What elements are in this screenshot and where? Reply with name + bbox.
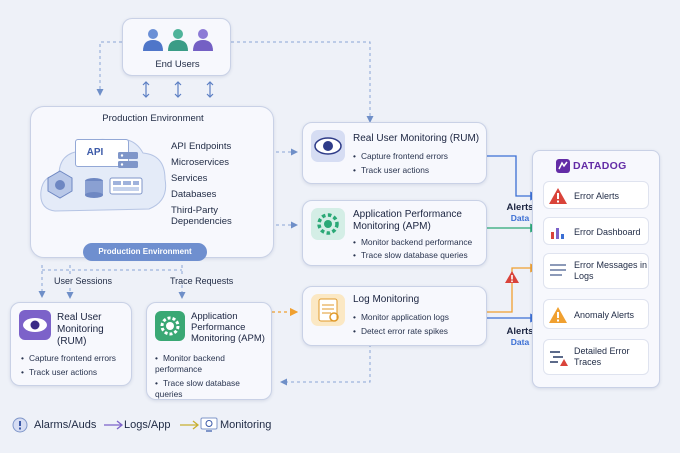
list-item: Track user actions [353, 165, 485, 176]
production-environment-panel: Production Environment API API Endpoints… [30, 106, 274, 261]
bottom-apm-title: Application Performance Monitoring (APM) [191, 311, 265, 344]
list-item: Monitor application logs [353, 312, 485, 323]
users-icon [140, 27, 216, 53]
error-messages-logs-item[interactable]: Error Messages in Logs [543, 253, 649, 289]
datadog-brand: DATADOG [573, 160, 627, 172]
component-item: Third-Party Dependencies [171, 205, 232, 227]
trace-requests-label: Trace Requests [170, 276, 234, 286]
legend: Alarms/Auds Logs/App Monitoring [12, 416, 312, 436]
rum-card[interactable]: Real User Monitoring (RUM) Capture front… [302, 122, 487, 184]
error-dashboard-item[interactable]: Error Dashboard [543, 217, 649, 245]
warning-icon [548, 187, 568, 205]
bottom-rum-title: Real User Monitoring (RUM) [57, 312, 104, 347]
user-sessions-label: User Sessions [54, 276, 113, 286]
list-item: Capture frontend errors [21, 353, 131, 364]
end-users-card: End Users [122, 18, 231, 76]
log-icon [311, 294, 345, 326]
log-lines-icon [549, 262, 567, 280]
error-alerts-item[interactable]: Error Alerts [543, 181, 649, 209]
alerts-data-label: Alerts Data [506, 326, 534, 347]
production-components-list: API Endpoints Microservices Services Dat… [171, 141, 271, 227]
warning-icon [548, 306, 568, 324]
eye-icon [311, 130, 345, 162]
component-item: Services [171, 173, 208, 184]
eye-icon [19, 310, 51, 340]
database-icon [83, 177, 105, 199]
component-item: Microservices [171, 157, 230, 168]
datadog-panel: DATADOG Error Alerts Error Dashboard Err… [532, 150, 660, 388]
gear-icon [311, 208, 345, 240]
list-item: Trace slow database queries [155, 378, 267, 400]
component-item: Databases [171, 189, 217, 200]
datadog-logo-icon [555, 158, 571, 174]
component-item: API Endpoints [171, 141, 232, 152]
bar-chart-icon [550, 225, 566, 239]
arrow-right-icon [104, 420, 124, 430]
list-item: Track user actions [21, 367, 131, 378]
log-monitoring-title: Log Monitoring [353, 294, 420, 305]
apm-title: Application Performance Monitoring (APM) [353, 209, 462, 232]
anomaly-alerts-item[interactable]: Anomaly Alerts [543, 299, 649, 329]
list-item: Trace slow database queries [353, 250, 487, 261]
list-item: Detect error rate spikes [353, 326, 485, 337]
list-item: Monitor backend performance [353, 237, 487, 248]
trace-icon [549, 349, 569, 367]
alert-triangle-icon [504, 270, 520, 284]
production-title: Production Environment [102, 113, 204, 124]
server-icon [117, 151, 139, 169]
rum-title: Real User Monitoring (RUM) [353, 133, 480, 144]
alarm-icon [12, 417, 28, 433]
legend-logs-label: Logs/App [124, 419, 171, 431]
arrow-right-icon [180, 420, 200, 430]
alerts-data-label: Alerts Data [506, 202, 534, 223]
end-users-label: End Users [155, 59, 200, 70]
microservices-icon [45, 169, 75, 199]
detailed-error-traces-item[interactable]: Detailed Error Traces [543, 339, 649, 375]
bottom-rum-card[interactable]: Real User Monitoring (RUM) Capture front… [10, 302, 132, 386]
monitor-icon [200, 417, 218, 433]
list-item: Capture frontend errors [353, 151, 485, 162]
apm-card[interactable]: Application Performance Monitoring (APM)… [302, 200, 487, 266]
list-item: Monitor backend performance [155, 353, 267, 375]
legend-monitoring-label: Monitoring [220, 419, 272, 431]
legend-alarms-label: Alarms/Auds [34, 419, 97, 431]
gear-icon [155, 311, 185, 341]
dashboard-icon [109, 177, 143, 195]
production-environment-pill[interactable]: Production Environment [83, 243, 207, 261]
bottom-apm-card[interactable]: Application Performance Monitoring (APM)… [146, 302, 272, 400]
log-monitoring-card[interactable]: Log Monitoring Monitor application logs … [302, 286, 487, 346]
